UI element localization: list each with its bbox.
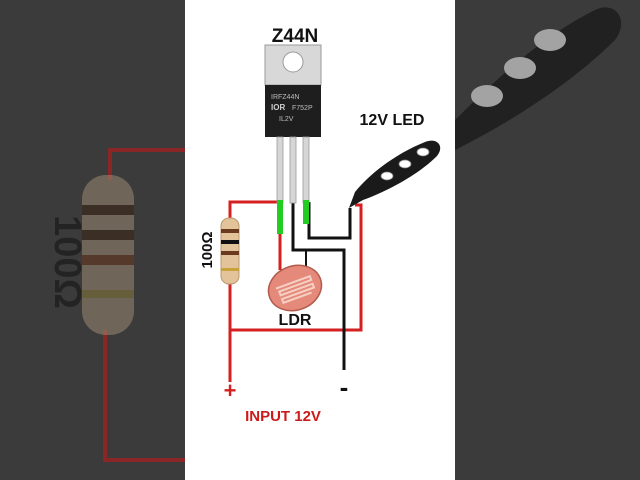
circuit-diagram: IRFZ44N IOR F752P IL2V Z44N 12V LED [199, 26, 441, 425]
led-chip-2 [398, 159, 412, 169]
ldr-zigzag-track [275, 274, 316, 305]
ldr: LDR [267, 264, 323, 329]
mosfet-marking-1: IRFZ44N [271, 94, 299, 101]
mosfet-label: Z44N [272, 26, 318, 47]
negative-terminal-sign: - [340, 372, 349, 402]
input-label: INPUT 12V [245, 408, 321, 425]
bg-red-wire-bottom [103, 330, 185, 462]
led-label: 12V LED [360, 112, 425, 129]
left-background-blur: 100Ω [0, 0, 185, 480]
led-chip-3 [380, 171, 394, 181]
gate-resistor-wire [228, 200, 279, 220]
mosfet-body [265, 85, 321, 137]
right-background-blur [455, 0, 640, 480]
resistor-band-1 [221, 229, 239, 233]
resistor-label: 100Ω [199, 231, 216, 268]
mosfet-tab-hole [282, 51, 304, 73]
bg-resistor-label: 100Ω [46, 215, 88, 309]
led-chip-1 [416, 147, 430, 157]
mosfet-source-leg [302, 136, 310, 204]
mosfet-marking-2: IOR [271, 103, 285, 112]
mosfet: IRFZ44N IOR F752P IL2V Z44N [264, 26, 322, 234]
positive-rail-wire [230, 203, 363, 332]
drain-led-wire [307, 202, 352, 240]
bg-red-wire-top [108, 148, 185, 180]
mosfet-gate-leg [276, 136, 284, 204]
resistor-band-4 [221, 268, 239, 271]
right-background-art [455, 0, 640, 480]
bg-resistor [82, 175, 134, 335]
resistor-band-2 [221, 240, 239, 244]
resistor: 100Ω [199, 217, 240, 285]
led-lamp-body [349, 140, 441, 208]
circuit-panel: IRFZ44N IOR F752P IL2V Z44N 12V LED [185, 0, 455, 480]
mosfet-marking-3: F752P [292, 105, 313, 112]
ldr-label: LDR [279, 312, 312, 329]
source-negative-wire [291, 202, 346, 370]
ldr-body [267, 264, 323, 312]
gate-green-wire [277, 200, 283, 234]
mosfet-marking-4: IL2V [279, 116, 294, 123]
positive-terminal-sign: + [224, 378, 237, 403]
source-green-wire [303, 200, 309, 224]
bg-led-lamp [455, 7, 621, 150]
resistor-band-3 [221, 251, 239, 255]
left-background-art: 100Ω [0, 0, 185, 480]
led-lamp: 12V LED [349, 112, 441, 208]
mosfet-drain-leg [289, 136, 297, 204]
